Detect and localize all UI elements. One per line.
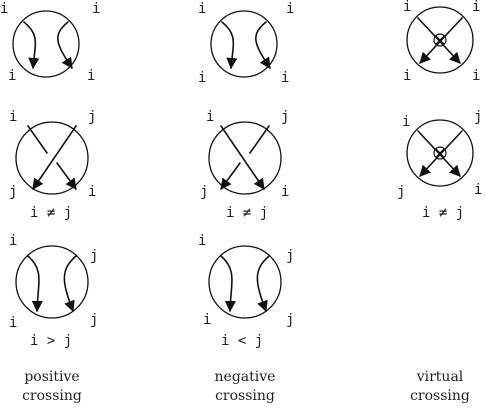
label-top-right: i <box>92 1 100 17</box>
caption-virtual: virtual <box>416 369 464 385</box>
label-bottom-left: i <box>9 315 17 331</box>
virtual-crossing-cross <box>435 148 445 158</box>
right-strand <box>256 255 270 313</box>
label-bottom-right: i <box>472 68 480 84</box>
negative-crossing-ij: i j j i i ≠ j <box>200 109 289 221</box>
label-bottom-left: i <box>203 312 211 328</box>
label-top-right: j <box>286 248 294 264</box>
under-strand-bottom <box>56 162 77 190</box>
label-top-left: i <box>0 1 8 17</box>
label-bottom-left: i <box>403 68 411 84</box>
negative-smoothing-ii: i i i i <box>198 1 294 86</box>
crossing-circle <box>12 10 80 78</box>
label-top-left: i <box>206 109 214 125</box>
negative-smoothing-ij: i j i j i < j <box>198 233 294 349</box>
label-bottom-right: i <box>88 184 96 200</box>
crossing-circle <box>208 121 282 195</box>
right-strand <box>255 21 271 69</box>
label-top-right: i <box>286 1 294 17</box>
label-bottom-left: j <box>9 184 17 200</box>
label-bottom-left: j <box>200 184 208 200</box>
under-strand-top <box>249 125 270 154</box>
over-strand <box>220 125 265 190</box>
label-top-left: i <box>9 233 17 249</box>
crossing-circle <box>210 10 278 78</box>
virtual-crossing-mark <box>433 146 447 160</box>
right-strand <box>63 255 77 313</box>
crossing-circle <box>15 245 89 319</box>
label-bottom-right: i <box>281 184 289 200</box>
left-strand <box>27 255 43 313</box>
virtual-crossing-ii: i i i i <box>403 0 480 84</box>
crossing-circle <box>15 121 89 195</box>
caption-negative: negative <box>215 369 276 385</box>
label-top-left: i <box>198 233 206 249</box>
label-bottom-left: i <box>8 68 16 84</box>
left-strand <box>23 21 40 70</box>
crossing-circle <box>208 245 282 319</box>
caption-virtual-crossing: crossing <box>410 388 470 404</box>
caption-positive: positive <box>24 369 79 385</box>
label-bottom-right: i <box>87 68 95 84</box>
left-strand <box>221 21 238 70</box>
crossing-circle <box>406 119 474 187</box>
condition-label: i > j <box>30 333 72 349</box>
label-top-left: i <box>402 114 410 130</box>
caption-positive-crossing: crossing <box>22 388 82 404</box>
virtual-crossing-ij: i j j i i ≠ j <box>397 109 482 221</box>
condition-label: i ≠ j <box>30 205 72 221</box>
caption-negative-crossing: crossing <box>215 388 275 404</box>
virtual-crossing-mark <box>433 33 447 47</box>
condition-label: i < j <box>221 333 263 349</box>
label-top-left: i <box>403 0 411 15</box>
label-bottom-right: i <box>474 182 482 198</box>
condition-label: i ≠ j <box>422 205 464 221</box>
label-top-left: i <box>198 1 206 17</box>
positive-smoothing-ij: i j i j i > j <box>9 233 98 349</box>
label-bottom-right: j <box>286 312 294 328</box>
label-top-right: i <box>472 0 480 15</box>
label-top-right: j <box>281 109 289 125</box>
left-strand <box>220 255 236 313</box>
label-bottom-right: i <box>281 70 289 86</box>
label-top-right: j <box>474 109 482 125</box>
label-bottom-right: j <box>90 312 98 328</box>
label-bottom-left: j <box>397 184 405 200</box>
virtual-crossing-cross <box>435 35 445 45</box>
positive-crossing-ij: i j j i i ≠ j <box>9 109 96 221</box>
label-top-right: j <box>90 248 98 264</box>
condition-label: i ≠ j <box>226 205 268 221</box>
label-top-left: i <box>9 109 17 125</box>
right-strand <box>57 21 73 69</box>
over-strand <box>32 125 77 190</box>
crossing-circle <box>406 6 474 74</box>
label-top-right: j <box>88 109 96 125</box>
under-strand-bottom <box>220 162 241 190</box>
positive-smoothing-ii: i i i i <box>0 1 100 84</box>
under-strand-top <box>27 125 48 154</box>
label-bottom-left: i <box>198 70 206 86</box>
